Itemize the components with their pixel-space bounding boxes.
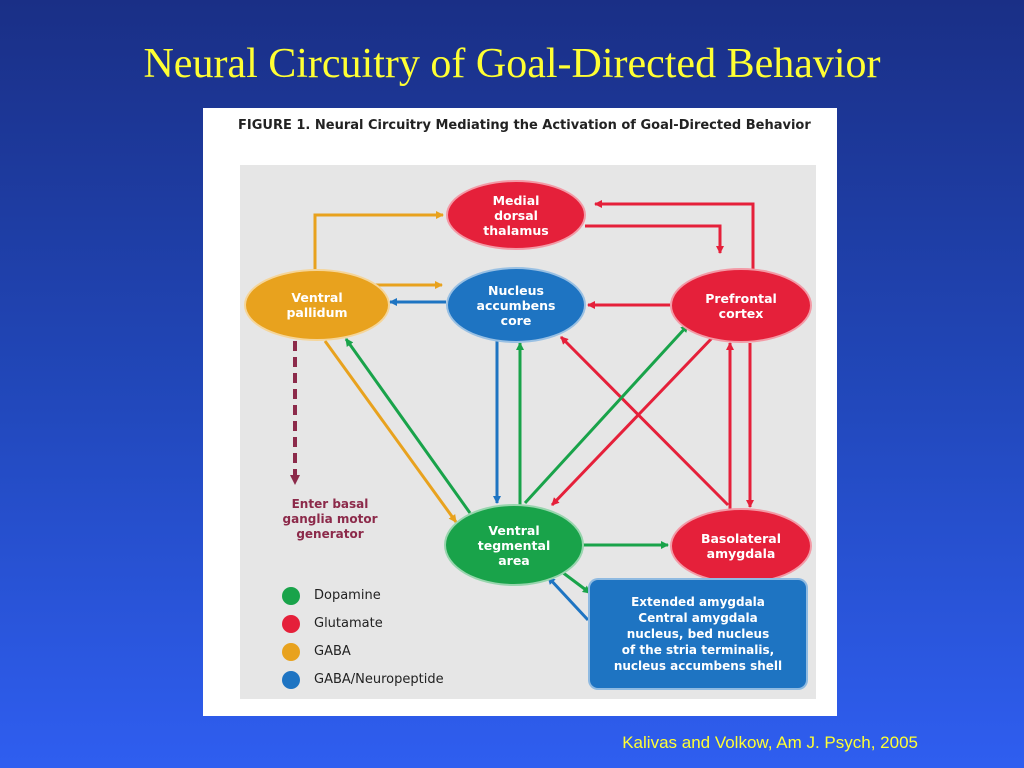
arrow-vp-to-mdthalamus	[313, 211, 444, 273]
arrow-bla-to-naccore	[559, 335, 730, 507]
arrow-vta-to-vp	[344, 338, 472, 514]
figure-panel: FIGURE 1. Neural Circuitry Mediating the…	[203, 108, 837, 716]
arrow-vp-to-vta	[323, 340, 458, 523]
connection-arrows	[290, 200, 755, 622]
arrow-pfc-to-vta	[550, 335, 715, 507]
legend-swatch-gaba-neuropeptide	[282, 670, 300, 689]
legend-swatch-gaba	[282, 642, 300, 661]
slide-title: Neural Circuitry of Goal-Directed Behavi…	[143, 41, 881, 87]
legend: Dopamine Glutamate GABA GABA/Neuropeptid…	[282, 583, 444, 695]
node-extended-amygdala: Extended amygdala Central amygdala nucle…	[588, 578, 808, 690]
legend-swatch-dopamine	[282, 586, 300, 605]
arrow-mdthalamus-to-pfc	[585, 224, 724, 254]
basal-ganglia-output-label: Enter basal ganglia motor generator	[282, 497, 378, 541]
citation: Kalivas and Volkow, Am J. Psych, 2005	[622, 733, 918, 752]
node-prefrontal-cortex: Prefrontal cortex	[670, 268, 812, 343]
legend-item-gaba-neuropeptide: GABA/Neuropeptide	[282, 667, 444, 692]
legend-item-gaba: GABA	[282, 639, 444, 664]
node-ventral-tegmental-area: Ventral tegmental area	[444, 504, 584, 586]
legend-label: GABA	[314, 644, 351, 659]
legend-swatch-glutamate	[282, 614, 300, 633]
legend-item-dopamine: Dopamine	[282, 583, 444, 608]
arrow-extamygdala-to-vta	[546, 575, 590, 622]
node-nucleus-accumbens-core: Nucleus accumbens core	[446, 267, 586, 343]
arrow-pfc-to-mdthalamus	[594, 200, 755, 283]
arrow-vta-to-pfc	[523, 323, 690, 505]
circuit-diagram: Medial dorsal thalamus Nucleus accumbens…	[240, 165, 816, 699]
legend-item-glutamate: Glutamate	[282, 611, 444, 636]
node-medial-dorsal-thalamus: Medial dorsal thalamus	[446, 180, 586, 250]
legend-label: Glutamate	[314, 616, 383, 631]
legend-label: Dopamine	[314, 588, 381, 603]
node-basolateral-amygdala: Basolateral amygdala	[670, 508, 812, 584]
figure-caption: FIGURE 1. Neural Circuitry Mediating the…	[238, 118, 811, 133]
legend-label: GABA/Neuropeptide	[314, 672, 444, 687]
node-ventral-pallidum: Ventral pallidum	[244, 269, 390, 341]
